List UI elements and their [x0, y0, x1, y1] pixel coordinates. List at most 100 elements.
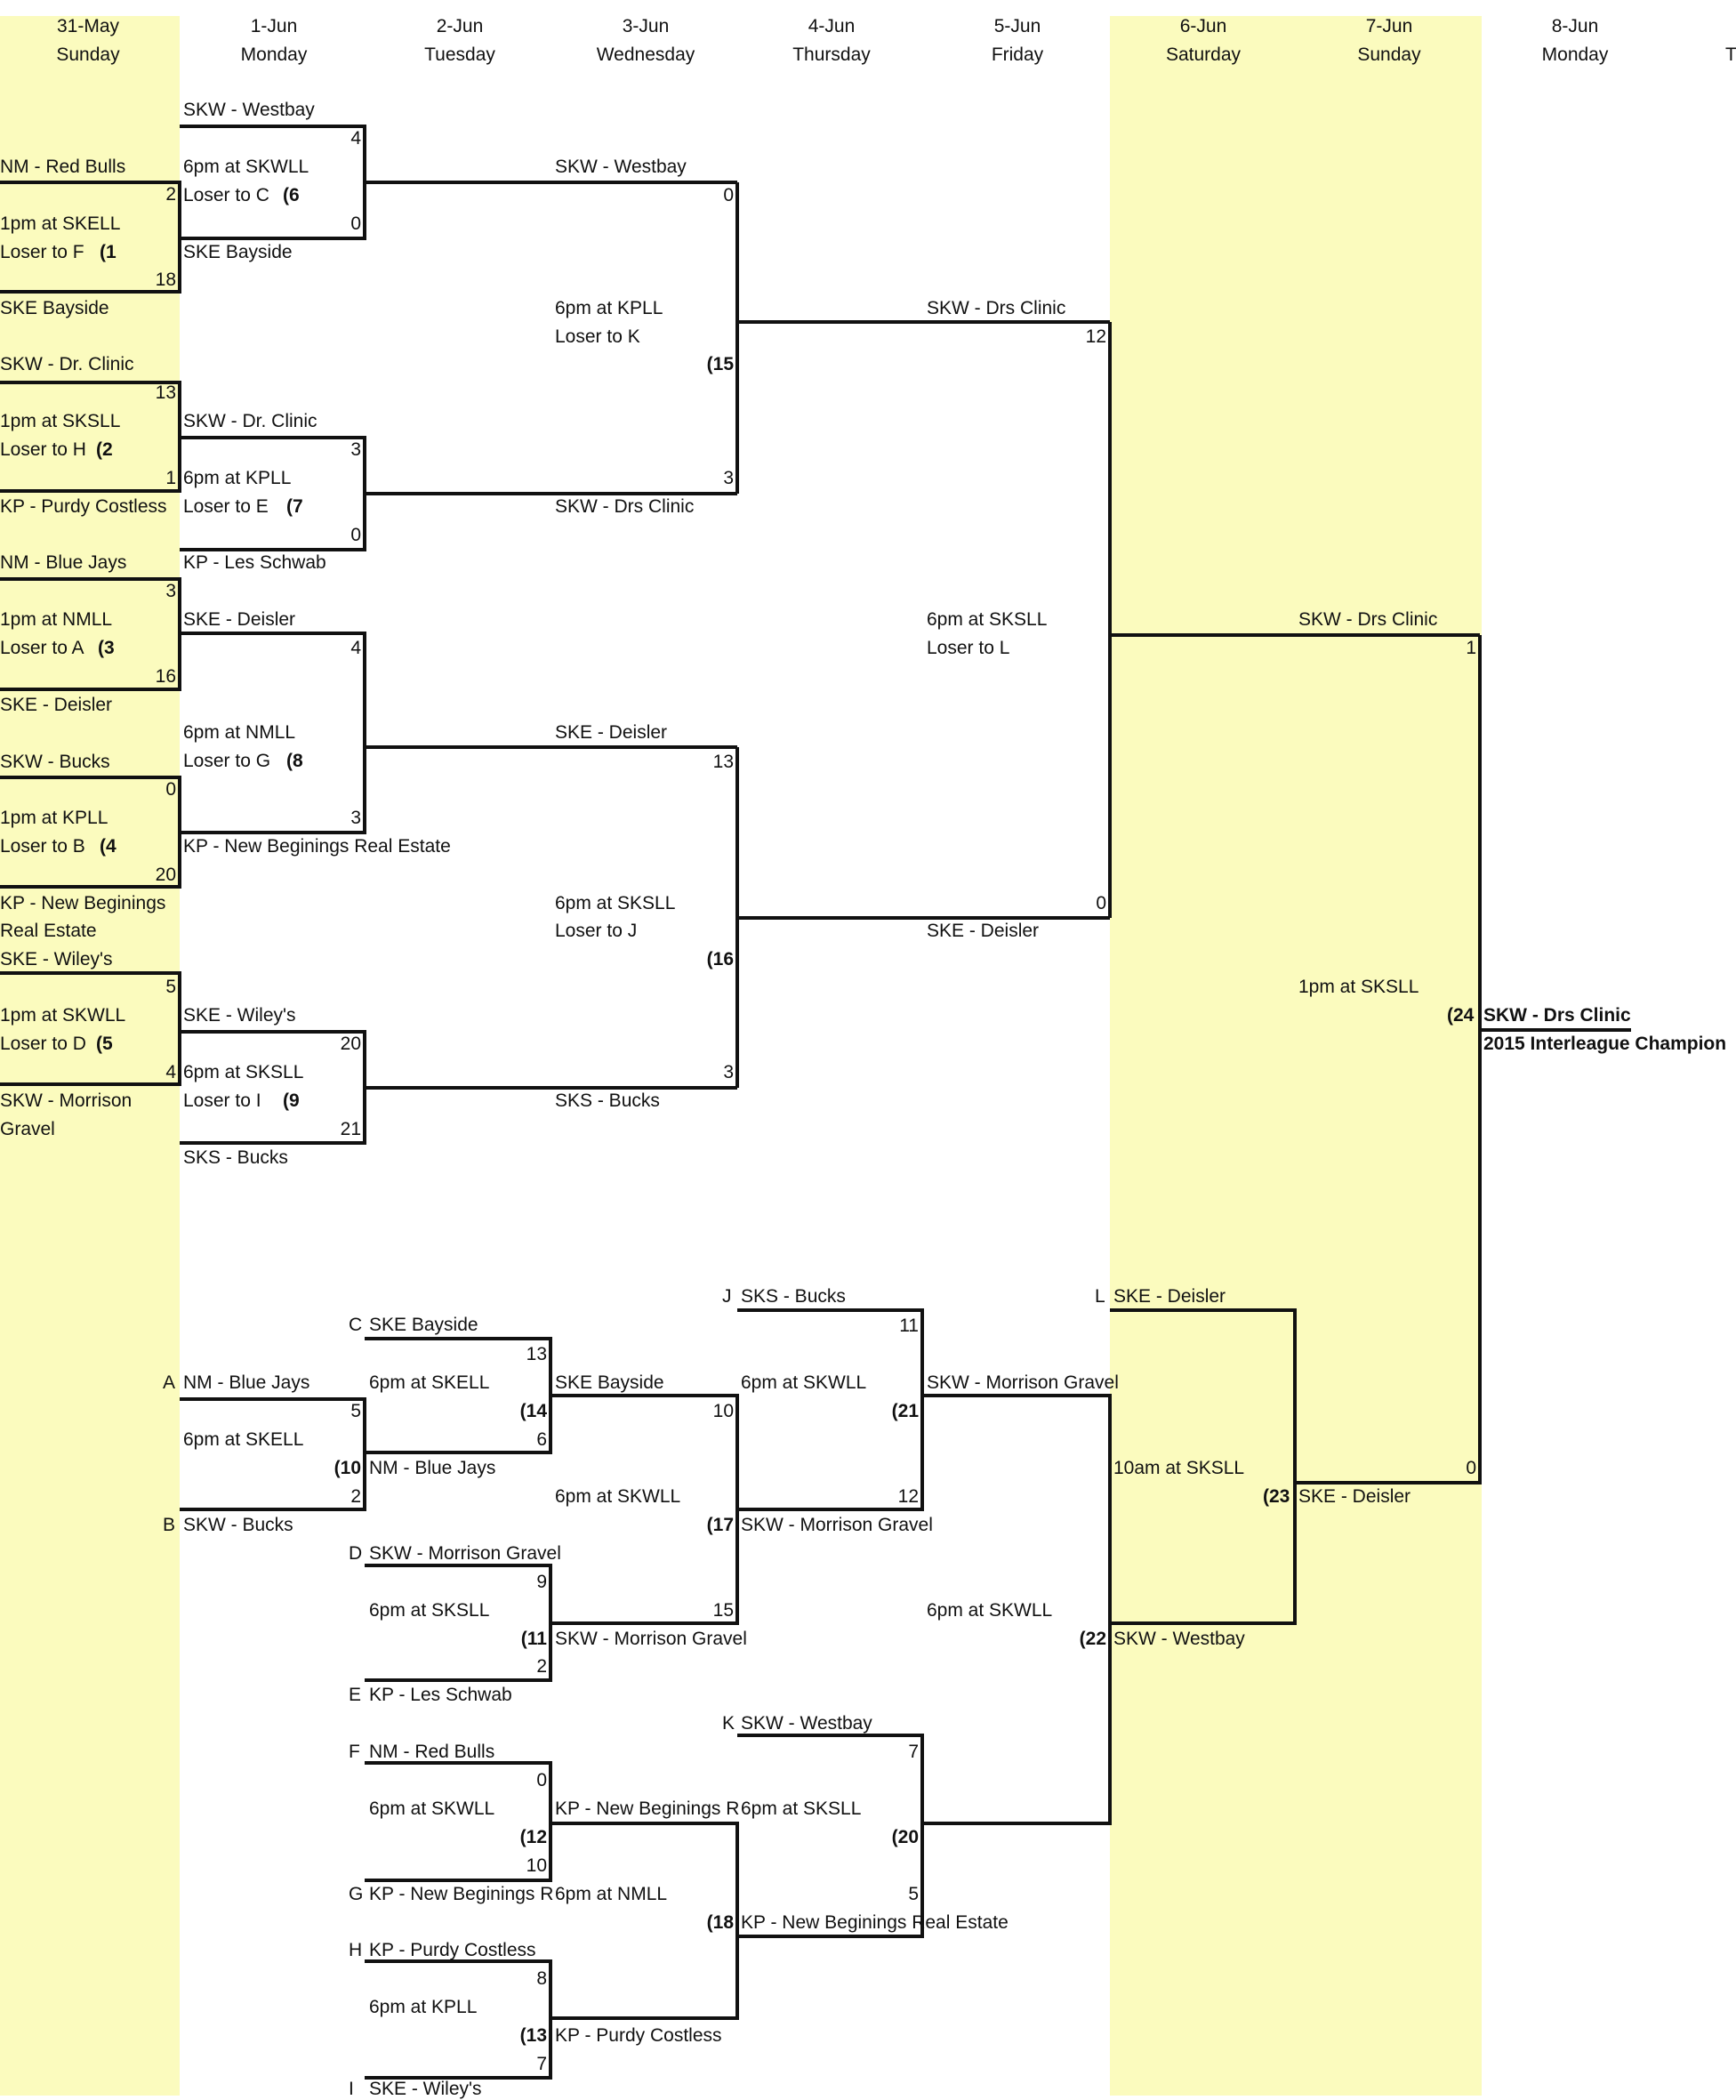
champion-team: SKW - Drs Clinic — [1483, 1005, 1631, 1026]
loser-note: Loser to I — [183, 1090, 261, 1111]
game-time: 1pm at SKSLL — [0, 411, 121, 431]
day-date: 2-Jun — [436, 16, 484, 36]
seed-letter: B — [163, 1515, 176, 1535]
score: 20 — [155, 865, 176, 885]
day-date: 3-Jun — [622, 16, 670, 36]
score: 11 — [899, 1316, 919, 1336]
score: 2 — [350, 1486, 361, 1507]
game-time: 1pm at SKSLL — [1298, 977, 1419, 997]
team-name: SKE - Deisler — [555, 722, 668, 743]
game-number: (14 — [519, 1401, 547, 1421]
day-date: 31-May — [56, 16, 120, 36]
team-name: SKW - Morrison Gravel — [741, 1515, 933, 1535]
day-of-week: Tuesday — [424, 44, 495, 65]
score: 2 — [165, 184, 176, 205]
team-name: SKS - Bucks — [183, 1147, 288, 1168]
game-time: 6pm at SKSLL — [369, 1600, 490, 1621]
team-name: SKS - Bucks — [741, 1286, 846, 1307]
seed-letter: J — [722, 1286, 732, 1307]
seed-letter: H — [349, 1940, 363, 1960]
game-time: 6pm at KPLL — [369, 1997, 478, 2017]
game-number: (11 — [520, 1629, 547, 1649]
day-of-week: Monday — [1541, 44, 1609, 65]
score: 1 — [165, 468, 176, 488]
game-time: 6pm at SKSLL — [927, 609, 1048, 630]
game-number: (8 — [286, 751, 303, 771]
team-name: SKW - Westbay — [183, 100, 315, 120]
day-date: 1-Jun — [250, 16, 298, 36]
score: 0 — [1096, 893, 1106, 913]
score: 10 — [526, 1855, 547, 1876]
score: 5 — [350, 1401, 361, 1421]
loser-note: Loser to F — [0, 242, 84, 262]
day-of-week: Wednesday — [596, 44, 695, 65]
game-time: 6pm at SKWLL — [555, 1486, 681, 1507]
team-name: SKE - Deisler — [927, 921, 1040, 941]
loser-note: Loser to B — [0, 836, 85, 857]
team-name: SKW - Morrison Gravel — [369, 1543, 561, 1564]
game-number: (22 — [1079, 1629, 1106, 1649]
team-name: SKW - Morrison — [0, 1090, 133, 1111]
team-name: SKW - Westbay — [1113, 1629, 1245, 1649]
game-time: 1pm at NMLL — [0, 609, 113, 630]
team-name: SKE - Deisler — [183, 609, 296, 630]
game-time: 1pm at SKELL — [0, 213, 121, 234]
game-time: 6pm at KPLL — [183, 468, 292, 488]
score: 12 — [1085, 326, 1106, 347]
score: 18 — [155, 270, 176, 290]
champion-title: 2015 Interleague Champion — [1483, 1034, 1727, 1054]
seed-letter: D — [349, 1543, 363, 1564]
game-time: 6pm at NMLL — [183, 722, 296, 743]
score: 3 — [723, 1062, 734, 1082]
game-time: 6pm at SKWLL — [927, 1600, 1053, 1621]
score: 7 — [908, 1742, 919, 1762]
team-name: NM - Red Bulls — [369, 1742, 495, 1762]
game-number: (7 — [286, 496, 303, 517]
score: 12 — [897, 1486, 919, 1507]
seed-letter: I — [349, 2079, 354, 2099]
score: 3 — [350, 808, 361, 828]
loser-note: Loser to C — [183, 185, 269, 205]
day-of-week: Thursday — [792, 44, 871, 65]
team-name: SKE - Wiley's — [0, 949, 113, 970]
team-name: SKE Bayside — [369, 1315, 478, 1335]
team-name: SKW - Dr. Clinic — [183, 411, 317, 431]
score: 15 — [712, 1600, 734, 1621]
day-of-week: Saturday — [1165, 44, 1242, 65]
loser-note: Loser to A — [0, 638, 84, 658]
game-time: 6pm at KPLL — [555, 298, 663, 318]
game-number: (17 — [706, 1515, 734, 1535]
day-date: 4-Jun — [808, 16, 856, 36]
loser-note: Loser to D — [0, 1034, 86, 1054]
game-number: (23 — [1263, 1486, 1290, 1507]
score: 2 — [536, 1656, 547, 1677]
game-time: 6pm at SKWLL — [183, 157, 309, 177]
game-number: (6 — [283, 185, 300, 205]
game-time: 1pm at KPLL — [0, 808, 108, 828]
team-name: SKE - Deisler — [1113, 1286, 1226, 1307]
game-time: 6pm at SKWLL — [741, 1372, 867, 1393]
game-time: 6pm at SKSLL — [555, 893, 676, 913]
team-name: SKW - Westbay — [741, 1713, 872, 1734]
team-name: KP - New Beginings R — [555, 1798, 740, 1819]
loser-note: Loser to H — [0, 439, 86, 460]
team-name: NM - Blue Jays — [183, 1372, 310, 1393]
seed-letter: F — [349, 1742, 360, 1762]
score: 4 — [350, 638, 361, 658]
day-of-week: Sunday — [56, 44, 120, 65]
game-time: 6pm at SKSLL — [183, 1062, 304, 1082]
team-name: SKW - Dr. Clinic — [0, 354, 134, 374]
team-name: SKE - Wiley's — [183, 1005, 296, 1026]
game-number: (13 — [519, 2025, 547, 2046]
score: 3 — [165, 581, 176, 601]
team-name: SKE Bayside — [555, 1372, 664, 1393]
team-name: NM - Red Bulls — [0, 157, 126, 177]
score: 0 — [536, 1770, 547, 1790]
game-time: 6pm at SKELL — [183, 1429, 304, 1450]
weekend-band-sat-sun — [1110, 16, 1482, 2096]
team-name: KP - New Beginings — [0, 893, 166, 913]
game-time: 10am at SKSLL — [1113, 1458, 1245, 1478]
score: 0 — [1466, 1458, 1476, 1478]
team-name: SKW - Drs Clinic — [555, 496, 695, 517]
day-of-week: Monday — [240, 44, 308, 65]
